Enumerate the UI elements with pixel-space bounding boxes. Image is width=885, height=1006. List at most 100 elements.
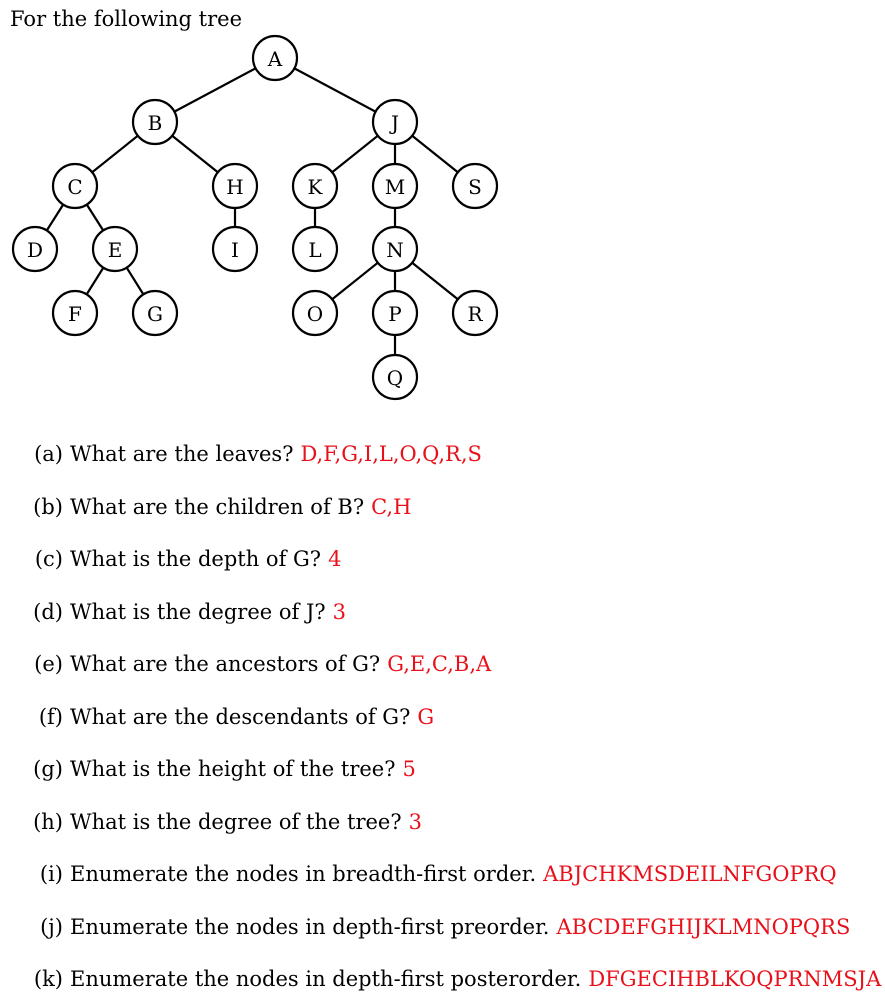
question-g: (g) What is the height of the tree?5 [0, 743, 885, 796]
tree-node-circle [291, 225, 339, 273]
question-label: (j) [40, 914, 63, 939]
tree-node-b: B [131, 98, 179, 146]
answer-text: 3 [408, 809, 422, 834]
tree-node-circle [51, 162, 99, 210]
answer-text: D,F,G,I,L,O,Q,R,S [300, 442, 482, 466]
question-f: (f) What are the descendants of G?G [0, 691, 885, 744]
tree-node-p: P [371, 289, 419, 337]
tree-node-label: O [307, 302, 323, 326]
question-d: (d) What is the degree of J?3 [0, 586, 885, 639]
tree-node-circle [371, 289, 419, 337]
question-text: What are the children of B?C,H [70, 494, 412, 519]
tree-node-r: R [451, 289, 499, 337]
tree-node-circle [291, 162, 339, 210]
tree-node-label: F [68, 302, 82, 326]
tree-node-circle [451, 162, 499, 210]
tree-node-label: Q [387, 366, 403, 390]
question-text: What is the degree of J?3 [70, 599, 347, 624]
tree-node-label: J [389, 111, 399, 135]
answer-text: 4 [328, 547, 342, 571]
tree-node-circle [91, 225, 139, 273]
tree-node-label: D [27, 238, 43, 262]
answer-text: 3 [332, 599, 347, 624]
tree-node-label: S [468, 175, 482, 199]
question-label: (h) [33, 809, 63, 834]
question-text: What is the depth of G?4 [70, 547, 342, 571]
tree-node-a: A [251, 34, 299, 82]
answer-text: C,H [371, 494, 412, 519]
question-label: (b) [33, 494, 63, 519]
tree-node-f: F [51, 289, 99, 337]
question-e: (e) What are the ancestors of G?G,E,C,B,… [0, 638, 885, 691]
question-label: (i) [39, 862, 63, 886]
tree-node-g: G [131, 289, 179, 337]
tree-node-h: H [211, 162, 259, 210]
question-j: (j) Enumerate the nodes in depth-first p… [0, 901, 885, 954]
question-text: What are the ancestors of G?G,E,C,B,A [70, 652, 492, 676]
tree-node-circle [371, 98, 419, 146]
tree-node-j: J [371, 98, 419, 146]
question-label: (k) [33, 967, 63, 991]
tree-node-circle [211, 162, 259, 210]
tree-node-circle [251, 34, 299, 82]
question-h: (h) What is the degree of the tree?3 [0, 796, 885, 849]
tree-node-circle [51, 289, 99, 337]
tree-node-label: B [148, 111, 163, 135]
answer-text: ABJCHKMSDEILNFGOPRQ [543, 862, 837, 886]
tree-node-circle [291, 289, 339, 337]
question-text: Enumerate the nodes in depth-first preor… [70, 914, 851, 939]
tree-node-label: I [231, 238, 239, 262]
question-text: What is the height of the tree?5 [70, 757, 416, 781]
tree-node-label: G [147, 302, 163, 326]
question-c: (c) What is the depth of G?4 [0, 533, 885, 586]
tree-node-label: C [67, 175, 82, 199]
tree-node-m: M [371, 162, 419, 210]
tree-node-d: D [11, 225, 59, 273]
tree-node-circle [11, 225, 59, 273]
answer-text: G [417, 704, 435, 729]
answer-text: G,E,C,B,A [387, 652, 492, 676]
intro-text: For the following tree [10, 7, 243, 31]
question-a: (a) What are the leaves?D,F,G,I,L,O,Q,R,… [0, 428, 885, 481]
tree-node-circle [371, 353, 419, 401]
question-text: Enumerate the nodes in depth-first poste… [70, 967, 882, 991]
tree-node-label: P [388, 302, 401, 326]
answer-text: DFGECIHBLKOQPRNMSJA [588, 967, 882, 991]
tree-node-label: R [467, 302, 483, 326]
tree-node-circle [131, 289, 179, 337]
tree-node-label: E [108, 238, 123, 262]
tree-node-label: H [226, 175, 243, 199]
tree-node-c: C [51, 162, 99, 210]
tree-node-label: A [267, 47, 283, 71]
answer-text: 5 [402, 757, 416, 781]
question-label: (e) [34, 652, 63, 676]
tree-node-o: O [291, 289, 339, 337]
tree-node-e: E [91, 225, 139, 273]
question-text: What is the degree of the tree?3 [70, 809, 422, 834]
tree-node-s: S [451, 162, 499, 210]
answer-text: ABCDEFGHIJKLMNOPQRS [556, 914, 851, 939]
question-text: Enumerate the nodes in breadth-first ord… [70, 862, 837, 886]
tree-node-circle [371, 162, 419, 210]
question-label: (f) [38, 704, 63, 729]
question-list: (a) What are the leaves?D,F,G,I,L,O,Q,R,… [0, 428, 885, 1006]
question-label: (g) [33, 757, 63, 781]
question-label: (a) [34, 442, 63, 466]
question-text: What are the leaves?D,F,G,I,L,O,Q,R,S [70, 442, 482, 466]
tree-node-label: N [386, 238, 404, 262]
tree-node-circle [451, 289, 499, 337]
tree-node-i: I [211, 225, 259, 273]
tree-node-q: Q [371, 353, 419, 401]
question-k: (k) Enumerate the nodes in depth-first p… [0, 953, 885, 1006]
tree-node-label: L [308, 238, 321, 262]
tree-node-circle [211, 225, 259, 273]
question-label: (d) [33, 599, 63, 624]
question-text: What are the descendants of G?G [70, 704, 435, 729]
tree-node-circle [131, 98, 179, 146]
tree-node-label: M [385, 175, 405, 199]
question-label: (c) [34, 547, 63, 571]
question-b: (b) What are the children of B?C,H [0, 481, 885, 534]
question-i: (i) Enumerate the nodes in breadth-first… [0, 848, 885, 901]
